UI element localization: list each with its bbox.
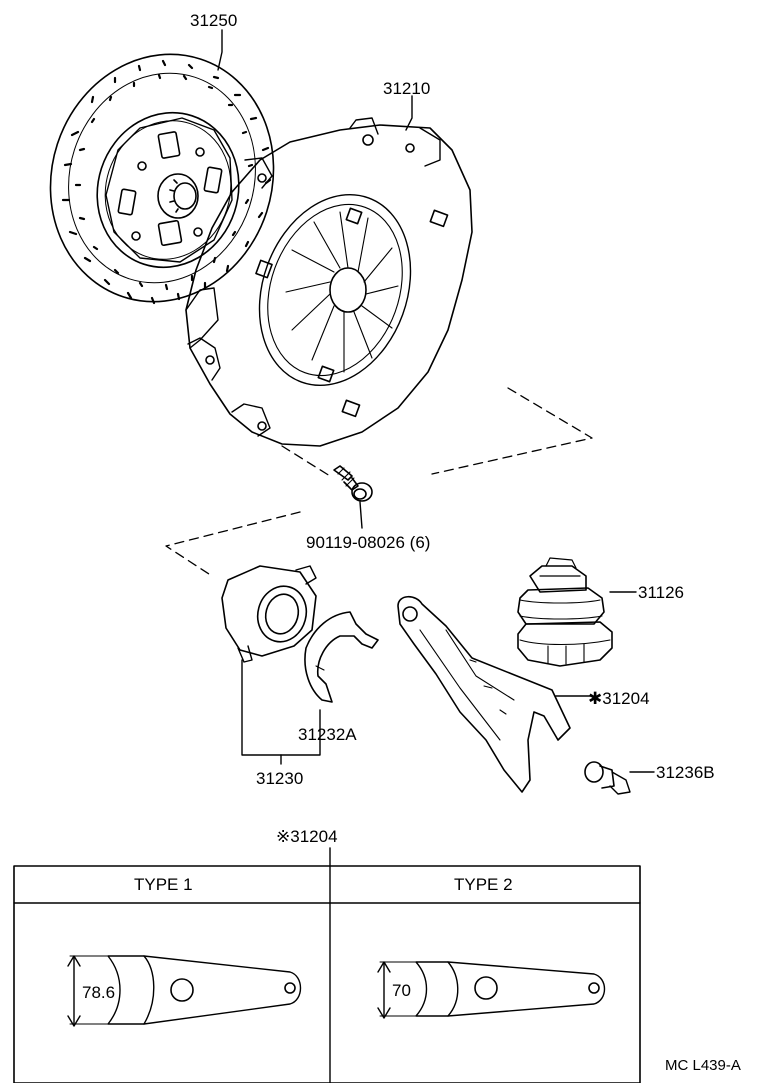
type-table: ※31204 TYPE 1 TYPE 2 78.6 <box>13 827 641 1083</box>
type1-fork-sketch <box>67 955 302 1027</box>
release-fork <box>397 595 593 793</box>
label-clutch-cover: 31210 <box>383 79 430 98</box>
clutch-disc <box>49 29 275 305</box>
table-header-type2: TYPE 2 <box>454 875 513 894</box>
label-clip: 31232A <box>298 725 357 744</box>
dimension-type1: 78.6 <box>82 983 115 1002</box>
label-ball-stud: 31236B <box>656 763 715 782</box>
clip <box>304 611 379 703</box>
assembly-dashed-lines <box>165 387 593 577</box>
bolt <box>333 465 373 529</box>
label-clutch-disc: 31250 <box>190 11 237 30</box>
dimension-type2: 70 <box>392 981 411 1000</box>
label-bolt: 90119-08026 (6) <box>306 533 430 552</box>
table-frame <box>13 865 641 1083</box>
type2-fork-sketch <box>377 961 606 1019</box>
boot <box>517 557 637 667</box>
release-bearing-hub <box>221 565 321 765</box>
clutch-cover <box>185 95 473 447</box>
table-header-type1: TYPE 1 <box>134 875 193 894</box>
ball-stud <box>584 761 655 795</box>
label-release-fork: ✱31204 <box>588 689 650 708</box>
label-boot: 31126 <box>638 583 684 602</box>
drawing-code: MC L439-A <box>665 1057 741 1074</box>
table-title: ※31204 <box>276 827 338 846</box>
label-release-bearing-hub: 31230 <box>256 769 303 788</box>
